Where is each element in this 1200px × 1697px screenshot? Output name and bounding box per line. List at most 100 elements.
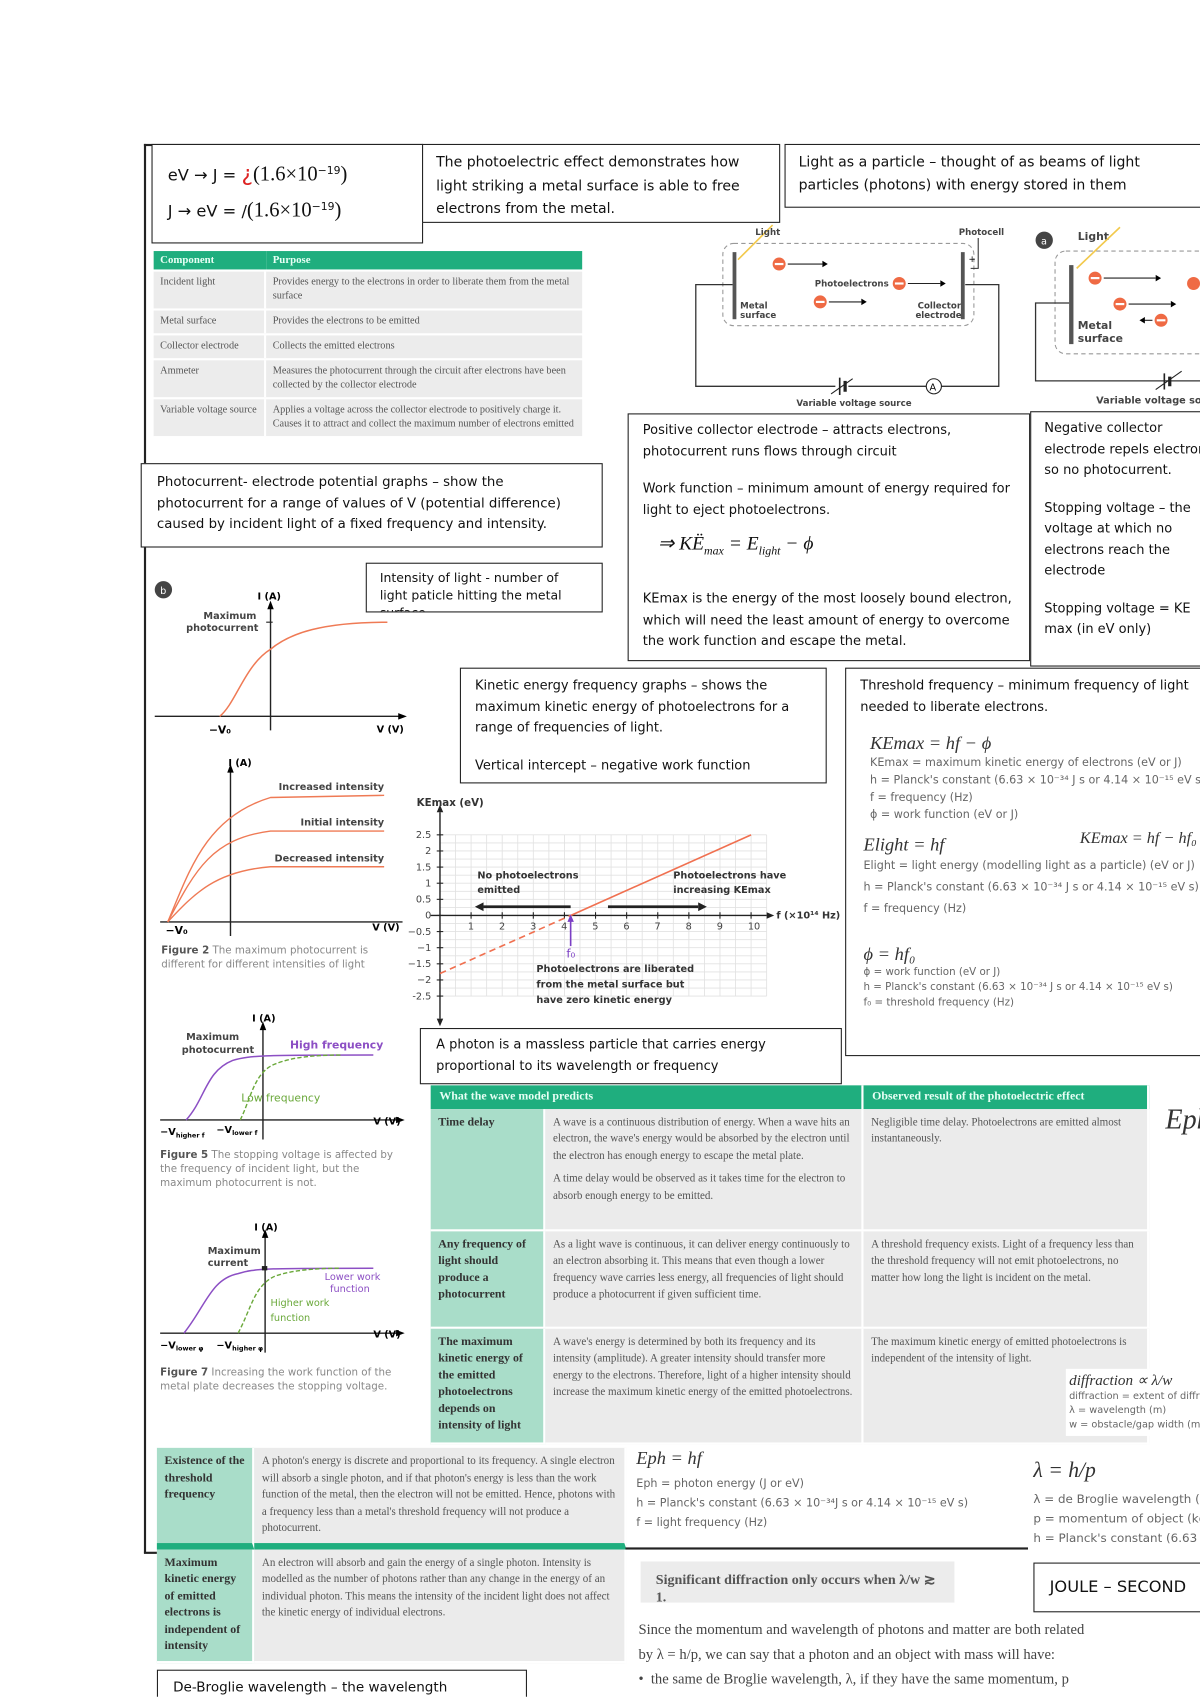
particle-note: Light as a particle – thought of as beam… [784,143,1200,208]
cell: Provides energy to the electrons in orde… [266,271,583,309]
annotation-no-emit: No photoelectrons [477,870,578,881]
y-tick-label: −2 [417,975,431,986]
negative-collector-diagram: a Light Metal surface Variable voltage s… [1034,226,1200,407]
badge-label: b [160,586,166,597]
badge-label: a [1041,237,1047,248]
cell: Ammeter [153,360,267,398]
divider [625,1547,1028,1550]
definition: ϕ = work function (eV or J) [863,965,1001,978]
momentum-text: Since the momentum and wavelength of pho… [638,1617,1195,1692]
axis-arrow [267,600,274,610]
series-line-KEmax [570,834,752,917]
j-to-ev: J → eV = /(1.6×10−19) [167,199,342,222]
annotation-increasing: increasing KEmax [673,885,771,896]
joule-second-note: JOULE – SECOND [1033,1562,1200,1613]
note-text: Kinetic energy frequency graphs – shows … [475,677,790,735]
definition: f₀ = threshold frequency (Hz) [863,996,1015,1008]
note-text: Stopping voltage = KE max (in eV only) [1044,600,1191,637]
x-tick-label: 7 [655,922,661,933]
label-higher-work: Higher work [271,1298,330,1309]
y-tick-label: 0.5 [416,895,431,906]
x-label: V (V) [377,725,404,736]
note-text: KEmax is the energy of the most loosely … [642,590,1012,649]
v-higher-label: −Vhigher f [160,1127,205,1139]
definition: f = frequency (Hz) [870,790,973,804]
label-initial: Initial intensity [301,818,385,829]
x-tick-label: 6 [623,922,629,933]
electron-icon [1088,271,1162,285]
work-function-equation: ϕ = hf₀ [863,943,916,965]
label-low-frequency: Low frequency [241,1092,321,1105]
cell: Time delay [430,1108,546,1231]
v0-label: −V₀ [209,724,231,737]
definition: diffraction = extent of diffraction [1069,1391,1200,1403]
cell: Maximum kinetic energy of emitted electr… [156,1549,255,1663]
definition: w = obstacle/gap width (m) [1069,1419,1200,1431]
col-header: Purpose [266,251,583,270]
debroglie-formula: λ = h/p λ = de Broglie wavelength (m) p … [1033,1459,1200,1549]
label-higher-work: function [271,1313,311,1324]
table-row: Any frequency of light should produce a … [430,1230,1150,1329]
high-frequency-curve [185,1054,374,1121]
y-label: I (A) [252,1014,275,1025]
cell: A time delay would be observed as it tak… [552,1172,846,1202]
significant-diffraction-note: Significant diffraction only occurs when… [640,1561,955,1605]
definition: h = Planck's constant (6.63 × 10⁻³⁴ J s … [863,880,1199,894]
electron-icon [813,295,867,309]
cell: A wave's energy is determined by both it… [545,1328,864,1445]
cell: Applies a voltage across the collector e… [266,399,583,437]
definition: h = Planck's constant (6.63 × 10⁻³⁴ J s … [863,980,1173,993]
x-tick-label: 8 [686,922,692,933]
label-photocell: Photocell [959,228,1004,238]
ke-max-equation: KEmax = hf − ϕ [870,732,992,754]
badge-a [1035,231,1053,249]
annotation-zero-ke: have zero kinetic energy [536,995,672,1006]
table-row: Maximum kinetic energy of emitted electr… [156,1549,627,1663]
conversion-box: eV → J = ¿(1.6×10−19) J → eV = /(1.6×10−… [151,143,424,244]
cell: The maximum kinetic energy of the emitte… [430,1328,546,1445]
initial-curve [167,830,385,923]
y-tick-label: −0.5 [408,927,432,938]
electron-icon [1113,297,1177,311]
bullet-item: • the same de Broglie wavelength, λ, if … [638,1670,1069,1687]
arrow-left-head [474,902,484,912]
max-label: Maximum [186,1032,239,1043]
y-tick-label: 0 [425,911,431,922]
intensity-graph: I (A) Increased intensity Initial intens… [160,758,403,936]
max-tick [261,1266,268,1271]
definition: f = light frequency (Hz) [636,1516,768,1530]
x-tick-label: 3 [530,922,536,933]
diffraction-formula: diffraction ∝ λ/w diffraction = extent o… [1065,1368,1200,1436]
x-tick-label: 10 [748,922,760,933]
y-tick-label: 2.5 [416,830,431,841]
ammeter-icon: A [925,378,942,395]
x-label: V (V) [373,1329,400,1340]
work-function-graph: I (A) Maximum current Lower work functio… [160,1222,405,1353]
label-metal: Metal [740,301,767,311]
intro-note: The photoelectric effect demonstrates ho… [422,143,781,223]
ke-equation: ⇒ KËmax = Elight − ϕ [657,532,814,558]
circuit-wire [695,283,1000,387]
definition: f = frequency (Hz) [863,902,967,916]
light-ray [1076,226,1121,269]
light-energy-equation: Elight = hf [863,833,945,855]
y-label: I (A) [228,758,251,769]
negative-collector-note: Negative collector electrode repels elec… [1030,411,1200,667]
x-label: V (V) [372,923,399,934]
label-high-frequency: High frequency [290,1039,383,1052]
photon-note: A photon is a massless particle that car… [419,1027,842,1085]
photocell-pointer [970,238,979,269]
label-voltage-source: Variable voltage source [1096,396,1200,407]
intensity-note: Intensity of light - number of light pat… [365,562,603,613]
max-label: current [208,1258,249,1269]
svg-text:A: A [930,383,937,394]
y-label: I (A) [258,591,281,602]
note-text: Vertical intercept – negative work funct… [475,756,751,773]
y-tick-label: 1 [425,878,431,889]
